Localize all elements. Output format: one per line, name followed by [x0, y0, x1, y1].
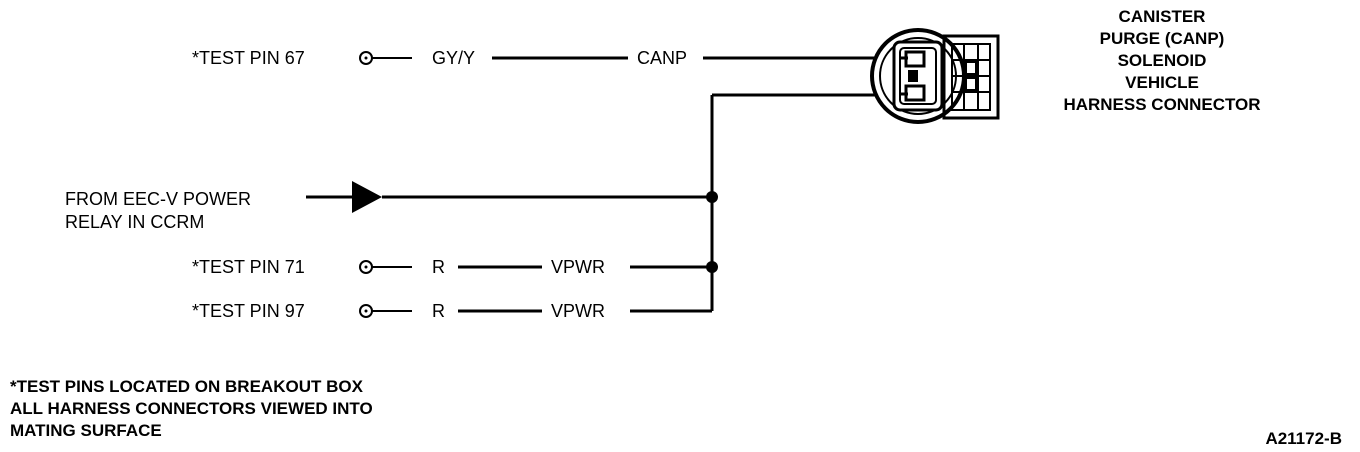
test-pin-71-wire-color: R — [432, 257, 445, 277]
test-pin-97-terminal — [359, 304, 412, 318]
connector-label-line5: HARNESS CONNECTOR — [1063, 95, 1260, 114]
note-line1: *TEST PINS LOCATED ON BREAKOUT BOX — [10, 377, 364, 396]
note-line3: MATING SURFACE — [10, 421, 162, 440]
connector-label-line3: SOLENOID — [1118, 51, 1207, 70]
test-pin-71-label: *TEST PIN 71 — [192, 257, 305, 277]
splice-dot-pin-71 — [706, 261, 718, 273]
canp-harness-connector-icon — [870, 28, 1000, 124]
connector-label-line1: CANISTER — [1119, 7, 1206, 26]
figure-id: A21172-B — [1265, 429, 1342, 448]
power-feed-arrow-icon — [352, 181, 382, 213]
test-pin-71-circuit: VPWR — [551, 257, 605, 277]
connector-label-line4: VEHICLE — [1125, 73, 1199, 92]
test-pin-67-label: *TEST PIN 67 — [192, 48, 305, 68]
connector-label-line2: PURGE (CANP) — [1100, 29, 1225, 48]
test-pin-67-wire-color: GY/Y — [432, 48, 475, 68]
note-line2: ALL HARNESS CONNECTORS VIEWED INTO — [10, 399, 373, 418]
power-source-line2: RELAY IN CCRM — [65, 212, 204, 232]
splice-dot-power — [706, 191, 718, 203]
test-pin-97-circuit: VPWR — [551, 301, 605, 321]
test-pin-67-terminal — [359, 51, 412, 65]
test-pin-97-label: *TEST PIN 97 — [192, 301, 305, 321]
test-pin-97-wire-color: R — [432, 301, 445, 321]
test-pin-67-circuit: CANP — [637, 48, 687, 68]
test-pin-71-terminal — [359, 260, 412, 274]
power-source-line1: FROM EEC-V POWER — [65, 189, 251, 209]
